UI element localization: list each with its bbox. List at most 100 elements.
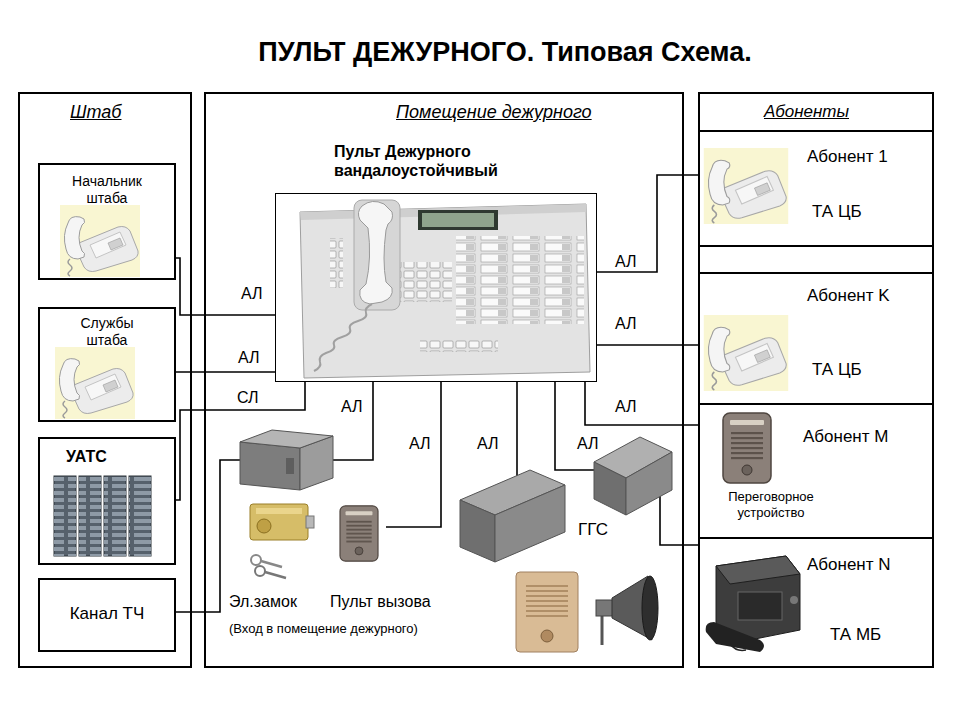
rack bbox=[104, 476, 126, 556]
connector-line bbox=[386, 382, 441, 527]
lock-cylinder bbox=[257, 519, 271, 533]
console-panel bbox=[300, 204, 590, 378]
subscriber-cell: Абонент M Переговорное устройство bbox=[698, 403, 934, 539]
speaker-grille bbox=[526, 582, 568, 620]
rack-front bbox=[104, 476, 126, 556]
rack bbox=[54, 476, 76, 556]
console-box: Пульт Дежурного вандалоустойчивый bbox=[275, 193, 597, 382]
duty-console bbox=[300, 200, 590, 378]
line-adapter bbox=[240, 430, 333, 490]
line-label: АЛ bbox=[408, 434, 432, 453]
console-display bbox=[418, 210, 498, 230]
handset-cradle bbox=[354, 200, 400, 310]
rack-front bbox=[54, 476, 76, 556]
box-label: Канал ТЧ bbox=[40, 604, 174, 624]
display-screen bbox=[422, 213, 494, 227]
rack-front bbox=[79, 476, 101, 556]
rack bbox=[129, 476, 151, 556]
line-label: АЛ bbox=[614, 397, 638, 416]
box-label: Начальник штаба bbox=[57, 173, 157, 207]
region-panel: Помещение дежурногоПульт Дежурного ванда… bbox=[204, 92, 684, 668]
key bbox=[251, 555, 261, 565]
box-top bbox=[240, 430, 333, 448]
subscriber-cell: Абонент 1 ТА ЦБ bbox=[698, 130, 934, 247]
box-label: УАТС bbox=[66, 447, 107, 466]
device-label: Эл.замок bbox=[229, 592, 297, 611]
subscriber-box: Начальник штаба bbox=[38, 163, 176, 280]
intercom-panel bbox=[340, 506, 378, 561]
keypad bbox=[400, 262, 452, 302]
box-front bbox=[594, 462, 626, 515]
wall-speaker bbox=[516, 572, 578, 652]
cell-label: ТА ЦБ bbox=[812, 202, 862, 222]
horn-driver bbox=[596, 600, 614, 616]
lock-case bbox=[250, 504, 308, 540]
box-label: Службы штаба bbox=[67, 315, 147, 349]
diagram-title: ПУЛЬТ ДЕЖУРНОГО. Типовая Схема. bbox=[155, 36, 855, 68]
field-phone-handset bbox=[706, 622, 764, 652]
cell-label: ТА МБ bbox=[830, 625, 881, 645]
device-label: Пульт вызова bbox=[330, 592, 431, 611]
desk-phone bbox=[55, 347, 135, 419]
subscriber-cell: Абонент KТА ЦБ bbox=[698, 272, 934, 405]
region-panel: ШтабНачальник штабаСлужбы штабаУАТС Канал… bbox=[18, 92, 192, 668]
key bbox=[255, 566, 265, 576]
horn-mouth bbox=[642, 576, 658, 640]
pbx-box: УАТС bbox=[38, 437, 176, 565]
horn-speaker bbox=[596, 576, 658, 645]
field-phone-lid bbox=[716, 556, 800, 584]
device-label: ГГС bbox=[578, 520, 608, 540]
field-phone-panel bbox=[738, 592, 782, 620]
region-heading: Помещение дежурного bbox=[396, 102, 592, 124]
lock-highlight bbox=[256, 508, 302, 514]
cell-label: Абонент K bbox=[807, 286, 890, 306]
box-front bbox=[240, 442, 300, 490]
channel-box: Канал ТЧ bbox=[38, 578, 176, 652]
box-side bbox=[626, 452, 672, 515]
desk-phone bbox=[704, 315, 788, 391]
console-handset bbox=[358, 201, 392, 304]
field-phone-crank bbox=[790, 596, 798, 604]
desk-phone bbox=[60, 205, 140, 277]
line-label: АЛ bbox=[614, 252, 638, 271]
connector-line bbox=[585, 382, 698, 425]
subscriber-box: Службы штаба bbox=[38, 307, 176, 422]
cell-label: Абонент 1 bbox=[807, 147, 888, 167]
electric-lock bbox=[250, 504, 314, 578]
connector-line bbox=[555, 382, 698, 545]
cell-label: Абонент N bbox=[807, 555, 891, 575]
function-keys bbox=[330, 238, 343, 288]
region-panel: АбонентыАбонент 1ТА ЦБАбонент KТА ЦБАбон… bbox=[698, 92, 934, 668]
intercom-panel bbox=[723, 413, 771, 483]
line-label: АЛ bbox=[240, 284, 264, 303]
subscriber-cell: Абонент N ТА МБ bbox=[698, 537, 934, 668]
key-blade bbox=[265, 572, 286, 578]
console-heading: Пульт Дежурного вандалоустойчивый bbox=[334, 142, 544, 180]
key-block bbox=[456, 236, 584, 324]
cell-label: Переговорное устройство bbox=[716, 489, 826, 520]
speaker-knob bbox=[541, 630, 553, 642]
line-label: АЛ bbox=[576, 434, 600, 453]
field-telephone bbox=[706, 556, 800, 652]
region-heading: Абоненты bbox=[764, 102, 849, 122]
bottom-keys bbox=[420, 340, 498, 352]
cell-label: Абонент M bbox=[803, 427, 888, 447]
field-phone-cord bbox=[730, 644, 746, 650]
line-label: АЛ bbox=[614, 314, 638, 333]
line-label: СЛ bbox=[236, 388, 260, 407]
box-side bbox=[495, 485, 565, 562]
desk-phone bbox=[704, 148, 788, 224]
handset-cord bbox=[314, 304, 372, 371]
lock-bolt bbox=[306, 516, 314, 528]
call-panel: Пульт вызова bbox=[332, 505, 386, 562]
box-detail bbox=[286, 458, 294, 474]
line-label: АЛ bbox=[340, 397, 364, 416]
rack bbox=[79, 476, 101, 556]
note-text: (Вход в помещение дежурного) bbox=[229, 621, 418, 637]
amplifier-box bbox=[460, 470, 565, 562]
line-adapter bbox=[594, 437, 672, 515]
region-heading: Штаб bbox=[70, 102, 122, 124]
connector-line bbox=[516, 382, 518, 476]
line-label: АЛ bbox=[237, 348, 261, 367]
